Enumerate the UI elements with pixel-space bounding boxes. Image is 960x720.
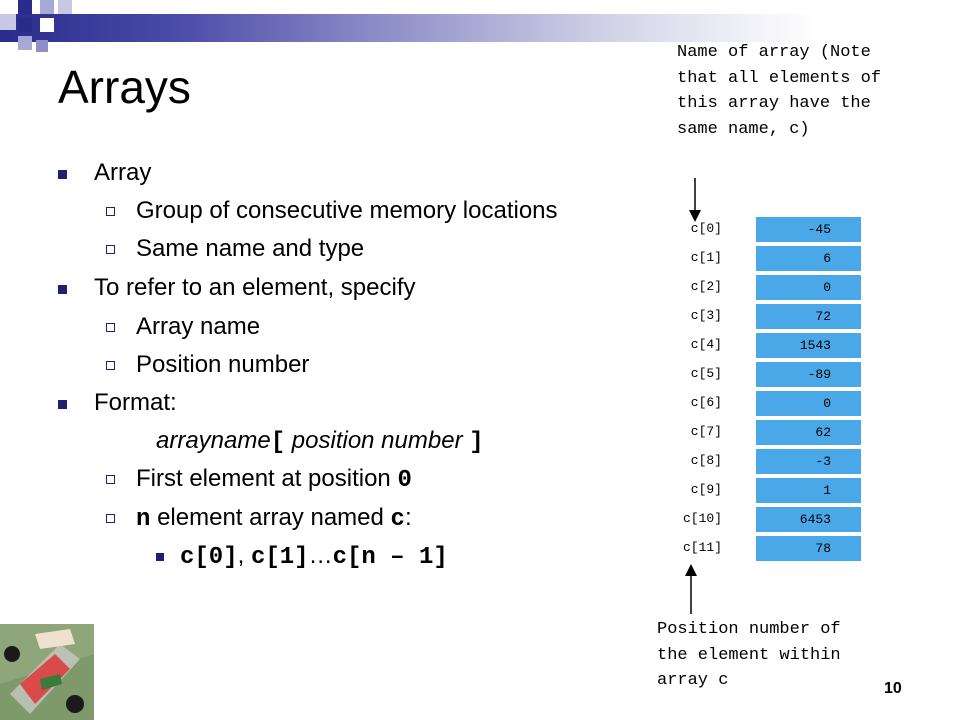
array-cell-value: 78	[815, 541, 831, 556]
bullet-text: :	[404, 504, 412, 531]
array-index-label: c[0]	[690, 221, 722, 236]
bullet-text: To refer to an element, specify	[94, 274, 416, 301]
array-cell: 6453	[755, 506, 862, 533]
array-cell: 72	[755, 303, 862, 330]
array-index-label: c[7]	[690, 424, 722, 439]
bullet-array-name: Array name	[58, 312, 260, 342]
ellipsis: …	[308, 542, 333, 569]
array-index-label: c[11]	[682, 540, 722, 555]
bullet-list: Array Group of consecutive memory locati…	[58, 158, 658, 578]
bullet-position-number: Position number	[58, 350, 309, 380]
array-name-note: Name of array (Note that all elements of…	[677, 43, 882, 139]
array-cell: 0	[755, 274, 862, 301]
array-cells: -45 6 0 72 1543 -89 0 62 -3 1 6453 78	[755, 216, 862, 562]
code-cn: c[n – 1]	[332, 544, 448, 571]
array-cell: -3	[755, 448, 862, 475]
array-index-label: c[10]	[682, 511, 722, 526]
format-open-bracket: [	[270, 429, 286, 456]
format-arrayname: arrayname	[156, 427, 271, 454]
array-cell: 62	[755, 419, 862, 446]
array-index-labels: c[0] c[1] c[2] c[3] c[4] c[5] c[6] c[7] c[8] c[9]…	[660, 216, 722, 555]
array-index-label: c[2]	[690, 279, 722, 294]
array-cell: 0	[755, 390, 862, 417]
bullet-text: Same name and type	[136, 235, 365, 262]
bullet-text: First element at position	[136, 465, 398, 492]
array-index-label: c[9]	[690, 482, 722, 497]
slide-title: Arrays	[58, 61, 191, 113]
array-cell: -89	[755, 361, 862, 388]
bullet-text: element array named	[150, 504, 391, 531]
page-number: 10	[884, 680, 902, 697]
array-cell-value: 6	[823, 251, 831, 266]
array-cell: 6	[755, 245, 862, 272]
bullet-text: Array	[94, 159, 152, 186]
position-note: Position number of the element within ar…	[657, 620, 841, 690]
bullet-group: Group of consecutive memory locations	[58, 196, 558, 226]
array-index-label: c[4]	[690, 337, 722, 352]
bullet-n-element: n element array named c:	[58, 503, 412, 535]
array-cell-value: -89	[807, 367, 831, 382]
array-cell-value: 0	[823, 396, 831, 411]
array-index-label: c[8]	[690, 453, 722, 468]
array-cell-value: 62	[815, 425, 831, 440]
array-cell: 1543	[755, 332, 862, 359]
format-close-bracket: ]	[469, 429, 484, 456]
array-cell-value: 1543	[799, 338, 831, 353]
bullet-text: Group of consecutive memory locations	[136, 197, 558, 224]
corner-logo-image	[0, 624, 94, 720]
array-cell-value: -3	[815, 454, 831, 469]
separator: ,	[237, 542, 251, 569]
bullet-refer: To refer to an element, specify	[58, 273, 416, 303]
array-index-label: c[1]	[690, 250, 722, 265]
down-arrow-icon	[689, 178, 701, 222]
bullet-text: Array name	[136, 313, 261, 340]
array-cell: 1	[755, 477, 862, 504]
bullet-text: Format:	[94, 389, 177, 416]
code-zero: 0	[397, 467, 412, 494]
format-position: position number	[285, 427, 470, 454]
array-index-label: c[5]	[690, 366, 722, 381]
code-c1: c[1]	[250, 544, 309, 571]
code-n: n	[136, 506, 151, 533]
array-cell: -45	[755, 216, 862, 243]
bullet-first-element: First element at position 0	[58, 464, 412, 496]
bullet-format: Format:	[58, 388, 177, 418]
bullet-elements: c[0], c[1]…c[n – 1]	[58, 541, 448, 573]
header-squares	[0, 0, 80, 60]
array-cell-value: 0	[823, 280, 831, 295]
code-c0: c[0]	[180, 544, 238, 571]
array-cell-value: -45	[807, 222, 831, 237]
code-c: c	[390, 506, 405, 533]
array-index-label: c[3]	[690, 308, 722, 323]
array-index-label: c[6]	[690, 395, 722, 410]
header-banner	[0, 14, 960, 42]
bullet-same-name: Same name and type	[58, 234, 364, 264]
array-cell: 78	[755, 535, 862, 562]
array-cell-value: 6453	[799, 512, 831, 527]
bullet-text: Position number	[136, 351, 310, 378]
array-cell-value: 1	[823, 483, 831, 498]
bullet-array: Array	[58, 158, 151, 188]
array-cell-value: 72	[815, 309, 831, 324]
format-syntax: arrayname[ position number ]	[156, 426, 484, 458]
up-arrow-icon	[685, 564, 697, 614]
